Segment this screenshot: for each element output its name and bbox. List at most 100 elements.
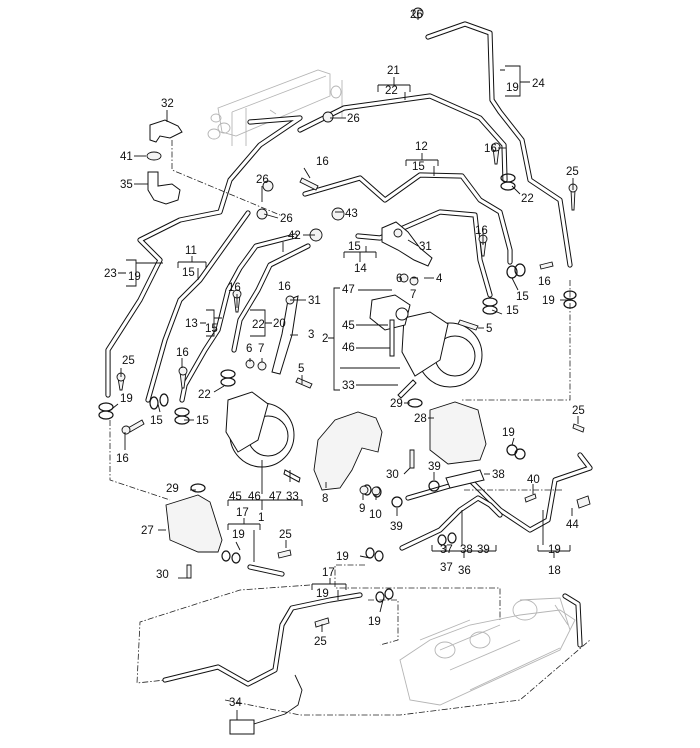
callout-19[interactable]: 19 [368, 616, 381, 628]
assembly-lines [109, 140, 591, 716]
callout-39[interactable]: 39 [477, 544, 490, 556]
callout-16[interactable]: 16 [176, 347, 189, 359]
callout-3[interactable]: 3 [308, 329, 314, 341]
callout-28[interactable]: 28 [414, 413, 427, 425]
callout-20[interactable]: 20 [273, 318, 286, 330]
callout-46[interactable]: 46 [248, 491, 261, 503]
callout-22[interactable]: 22 [385, 85, 398, 97]
callout-34[interactable]: 34 [229, 697, 242, 709]
callout-27[interactable]: 27 [141, 525, 154, 537]
callout-4[interactable]: 4 [436, 273, 443, 285]
callout-37[interactable]: 37 [440, 562, 453, 574]
callout-30[interactable]: 30 [156, 569, 169, 581]
callout-19[interactable]: 19 [502, 427, 515, 439]
callout-25[interactable]: 25 [122, 355, 135, 367]
callout-47[interactable]: 47 [269, 491, 282, 503]
callout-25[interactable]: 25 [314, 636, 327, 648]
callout-16[interactable]: 16 [228, 282, 241, 294]
callout-16[interactable]: 16 [316, 156, 329, 168]
callout-45[interactable]: 45 [229, 491, 242, 503]
callout-11[interactable]: 11 [185, 245, 197, 257]
callout-31[interactable]: 31 [419, 241, 432, 253]
callout-labels: 26 21 22 19 24 32 26 41 16 12 15 16 22 3… [104, 9, 585, 709]
callout-29[interactable]: 29 [166, 483, 179, 495]
callout-30[interactable]: 30 [386, 469, 399, 481]
callout-5[interactable]: 5 [486, 323, 492, 335]
callout-16[interactable]: 16 [484, 143, 497, 155]
callout-15[interactable]: 15 [506, 305, 519, 317]
callout-6[interactable]: 6 [246, 343, 252, 355]
callout-14[interactable]: 14 [354, 263, 367, 275]
callout-16[interactable]: 16 [278, 281, 291, 293]
callout-24[interactable]: 24 [532, 78, 545, 90]
callout-36[interactable]: 36 [458, 565, 471, 577]
callout-22[interactable]: 22 [198, 389, 211, 401]
callout-9[interactable]: 9 [359, 503, 365, 515]
callout-22[interactable]: 22 [521, 193, 534, 205]
callout-17[interactable]: 17 [322, 567, 335, 579]
callout-22[interactable]: 22 [252, 319, 265, 331]
callout-8[interactable]: 8 [322, 493, 328, 505]
callout-6[interactable]: 6 [396, 273, 402, 285]
callout-1[interactable]: 1 [258, 512, 264, 524]
callout-25[interactable]: 25 [566, 166, 579, 178]
callout-15[interactable]: 15 [516, 291, 529, 303]
callout-21[interactable]: 21 [387, 65, 400, 77]
callout-38[interactable]: 38 [492, 469, 505, 481]
callout-18[interactable]: 18 [548, 565, 561, 577]
callout-16[interactable]: 16 [538, 276, 551, 288]
oil-pipes [105, 21, 593, 687]
callout-39[interactable]: 39 [390, 521, 403, 533]
callout-19[interactable]: 19 [120, 393, 133, 405]
callout-45[interactable]: 45 [342, 320, 355, 332]
callout-2[interactable]: 2 [322, 333, 328, 345]
callout-15[interactable]: 15 [348, 241, 361, 253]
callout-32[interactable]: 32 [161, 98, 174, 110]
ghost-engine-block [399, 597, 576, 706]
callout-16[interactable]: 16 [475, 225, 488, 237]
callout-26[interactable]: 26 [347, 113, 360, 125]
callout-15[interactable]: 15 [205, 323, 218, 335]
callout-10[interactable]: 10 [369, 509, 382, 521]
callout-31[interactable]: 31 [308, 295, 321, 307]
callout-38[interactable]: 38 [460, 544, 473, 556]
callout-46[interactable]: 46 [342, 342, 355, 354]
callout-39[interactable]: 39 [428, 461, 441, 473]
callout-33[interactable]: 33 [286, 491, 299, 503]
callout-19[interactable]: 19 [128, 271, 141, 283]
callout-19[interactable]: 19 [542, 295, 555, 307]
callout-15[interactable]: 15 [412, 161, 425, 173]
callout-35[interactable]: 35 [120, 179, 133, 191]
callout-15[interactable]: 15 [196, 415, 209, 427]
callout-15[interactable]: 15 [150, 415, 163, 427]
callout-29[interactable]: 29 [390, 398, 403, 410]
callout-7[interactable]: 7 [258, 343, 264, 355]
callout-23[interactable]: 23 [104, 268, 117, 280]
callout-37[interactable]: 37 [440, 544, 453, 556]
callout-5[interactable]: 5 [298, 363, 304, 375]
callout-25[interactable]: 25 [279, 529, 292, 541]
callout-43[interactable]: 43 [345, 208, 358, 220]
callout-40[interactable]: 40 [527, 474, 540, 486]
callout-7[interactable]: 7 [410, 289, 416, 301]
callout-16[interactable]: 16 [116, 453, 129, 465]
callout-19[interactable]: 19 [506, 82, 519, 94]
callout-41[interactable]: 41 [120, 151, 133, 163]
callout-42[interactable]: 42 [288, 230, 301, 242]
callout-25[interactable]: 25 [572, 405, 585, 417]
callout-26[interactable]: 26 [410, 9, 423, 21]
callout-26[interactable]: 26 [280, 213, 293, 225]
callout-26[interactable]: 26 [256, 174, 269, 186]
callout-19[interactable]: 19 [232, 529, 245, 541]
callout-19[interactable]: 19 [336, 551, 349, 563]
callout-15[interactable]: 15 [182, 267, 195, 279]
callout-47[interactable]: 47 [342, 284, 355, 296]
callout-12[interactable]: 12 [415, 141, 428, 153]
callout-33[interactable]: 33 [342, 380, 355, 392]
callout-19[interactable]: 19 [548, 544, 561, 556]
callout-13[interactable]: 13 [185, 318, 198, 330]
callout-19[interactable]: 19 [316, 588, 329, 600]
callout-44[interactable]: 44 [566, 519, 579, 531]
callout-17[interactable]: 17 [236, 507, 249, 519]
